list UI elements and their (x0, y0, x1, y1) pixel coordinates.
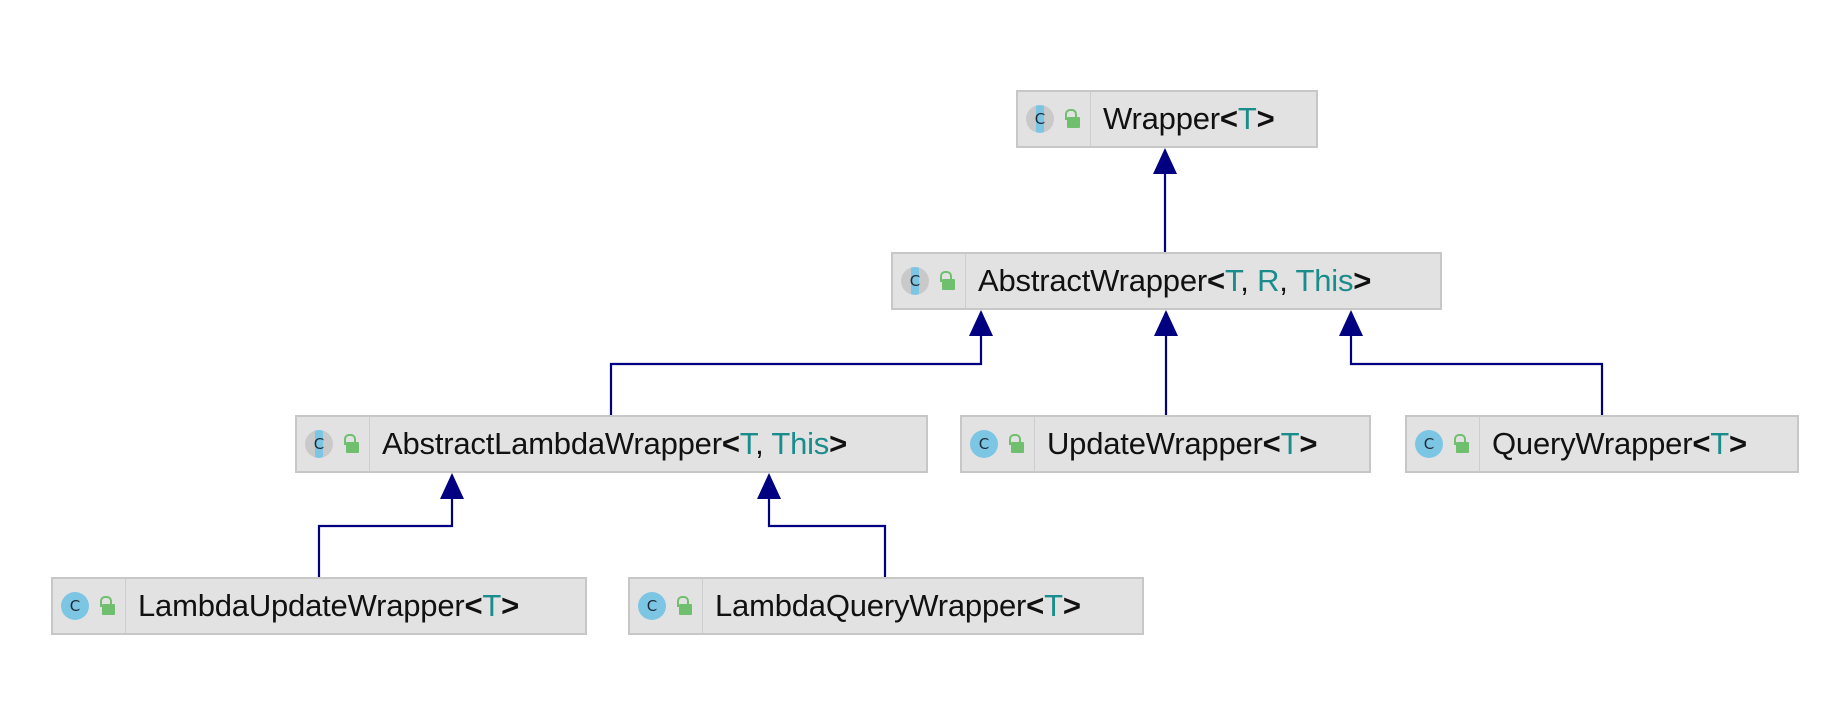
class-name: Wrapper (1103, 101, 1220, 136)
node-update-wrapper[interactable]: C UpdateWrapper<T> (960, 415, 1371, 473)
arrowhead-icon (1154, 310, 1178, 336)
generic-close-bracket: > (1353, 263, 1372, 298)
type-parameter: T (1224, 263, 1241, 298)
param-separator: , (1279, 263, 1296, 298)
type-parameter: T (1280, 426, 1300, 461)
class-icon: C (970, 430, 998, 458)
class-name: AbstractWrapper (978, 263, 1208, 298)
generic-open-bracket: < (1219, 101, 1238, 136)
inheritance-edge-lambda-query-wrapper (767, 475, 887, 577)
generic-close-bracket: > (1256, 101, 1275, 136)
type-parameter: This (1295, 263, 1354, 298)
class-name-label: QueryWrapper<T> (1480, 426, 1747, 462)
generic-open-bracket: < (721, 426, 740, 461)
class-name-label: LambdaUpdateWrapper<T> (126, 588, 519, 624)
public-lock-icon (343, 434, 359, 454)
public-lock-icon (99, 596, 115, 616)
type-parameter: This (771, 426, 830, 461)
public-lock-icon (1453, 434, 1469, 454)
abstract-class-icon: C (901, 267, 929, 295)
public-lock-icon (1008, 434, 1024, 454)
class-icon-letter: C (1423, 435, 1435, 453)
generic-close-bracket: > (501, 588, 520, 623)
public-lock-icon (1064, 109, 1080, 129)
generic-close-bracket: > (1728, 426, 1747, 461)
generic-open-bracket: < (1692, 426, 1711, 461)
generic-open-bracket: < (1262, 426, 1281, 461)
node-lambda-query-wrapper[interactable]: C LambdaQueryWrapper<T> (628, 577, 1144, 635)
node-icons: C (893, 254, 966, 308)
arrowhead-icon (1153, 148, 1177, 174)
class-name-label: Wrapper<T> (1091, 101, 1275, 137)
generic-close-bracket: > (829, 426, 847, 461)
generic-open-bracket: < (1026, 588, 1045, 623)
type-parameter: T (739, 426, 756, 461)
generic-close-bracket: > (1299, 426, 1318, 461)
class-name-label: UpdateWrapper<T> (1035, 426, 1317, 462)
arrowhead-icon (440, 473, 464, 499)
type-parameter: T (482, 588, 502, 623)
node-wrapper[interactable]: C Wrapper<T> (1016, 90, 1318, 148)
type-parameter: T (1237, 101, 1257, 136)
abstract-class-icon: C (1026, 105, 1054, 133)
node-abstract-lambda-wrapper[interactable]: C AbstractLambdaWrapper<T, This> (295, 415, 928, 473)
inheritance-edge-query-wrapper (1349, 312, 1604, 415)
class-icon: C (638, 592, 666, 620)
class-name-label: AbstractWrapper<T, R, This> (966, 263, 1371, 299)
node-abstract-wrapper[interactable]: C AbstractWrapper<T, R, This> (891, 252, 1442, 310)
generic-open-bracket: < (1207, 263, 1225, 298)
public-lock-icon (939, 271, 955, 291)
class-name: LambdaQueryWrapper (715, 588, 1027, 623)
class-icon-letter: C (646, 597, 658, 615)
class-icon: C (1415, 430, 1443, 458)
node-icons: C (297, 417, 370, 471)
class-icon-letter: C (313, 435, 325, 453)
class-icon-letter: C (909, 272, 921, 290)
class-name: LambdaUpdateWrapper (138, 588, 465, 623)
arrowhead-icon (969, 310, 993, 336)
param-separator: , (755, 426, 772, 461)
inheritance-edge-abstract-lambda-wrapper (609, 312, 983, 415)
class-name: QueryWrapper (1492, 426, 1693, 461)
arrowhead-icon (1339, 310, 1363, 336)
inheritance-edge-lambda-update-wrapper (317, 475, 454, 577)
type-parameter: R (1257, 263, 1280, 298)
public-lock-icon (676, 596, 692, 616)
type-parameter: T (1710, 426, 1729, 461)
node-icons: C (630, 579, 703, 633)
class-name: AbstractLambdaWrapper (382, 426, 722, 461)
param-separator: , (1240, 263, 1258, 298)
node-icons: C (1407, 417, 1480, 471)
class-name-label: LambdaQueryWrapper<T> (703, 588, 1081, 624)
abstract-class-icon: C (305, 430, 333, 458)
node-icons: C (962, 417, 1035, 471)
node-query-wrapper[interactable]: C QueryWrapper<T> (1405, 415, 1799, 473)
generic-open-bracket: < (464, 588, 483, 623)
node-icons: C (1018, 92, 1091, 146)
class-icon-letter: C (69, 597, 81, 615)
class-icon: C (61, 592, 89, 620)
node-icons: C (53, 579, 126, 633)
class-icon-letter: C (978, 435, 990, 453)
arrowhead-icon (757, 473, 781, 499)
class-icon-letter: C (1034, 110, 1046, 128)
class-name: UpdateWrapper (1047, 426, 1263, 461)
class-name-label: AbstractLambdaWrapper<T, This> (370, 426, 847, 462)
type-parameter: T (1044, 588, 1063, 623)
node-lambda-update-wrapper[interactable]: C LambdaUpdateWrapper<T> (51, 577, 587, 635)
generic-close-bracket: > (1062, 588, 1081, 623)
